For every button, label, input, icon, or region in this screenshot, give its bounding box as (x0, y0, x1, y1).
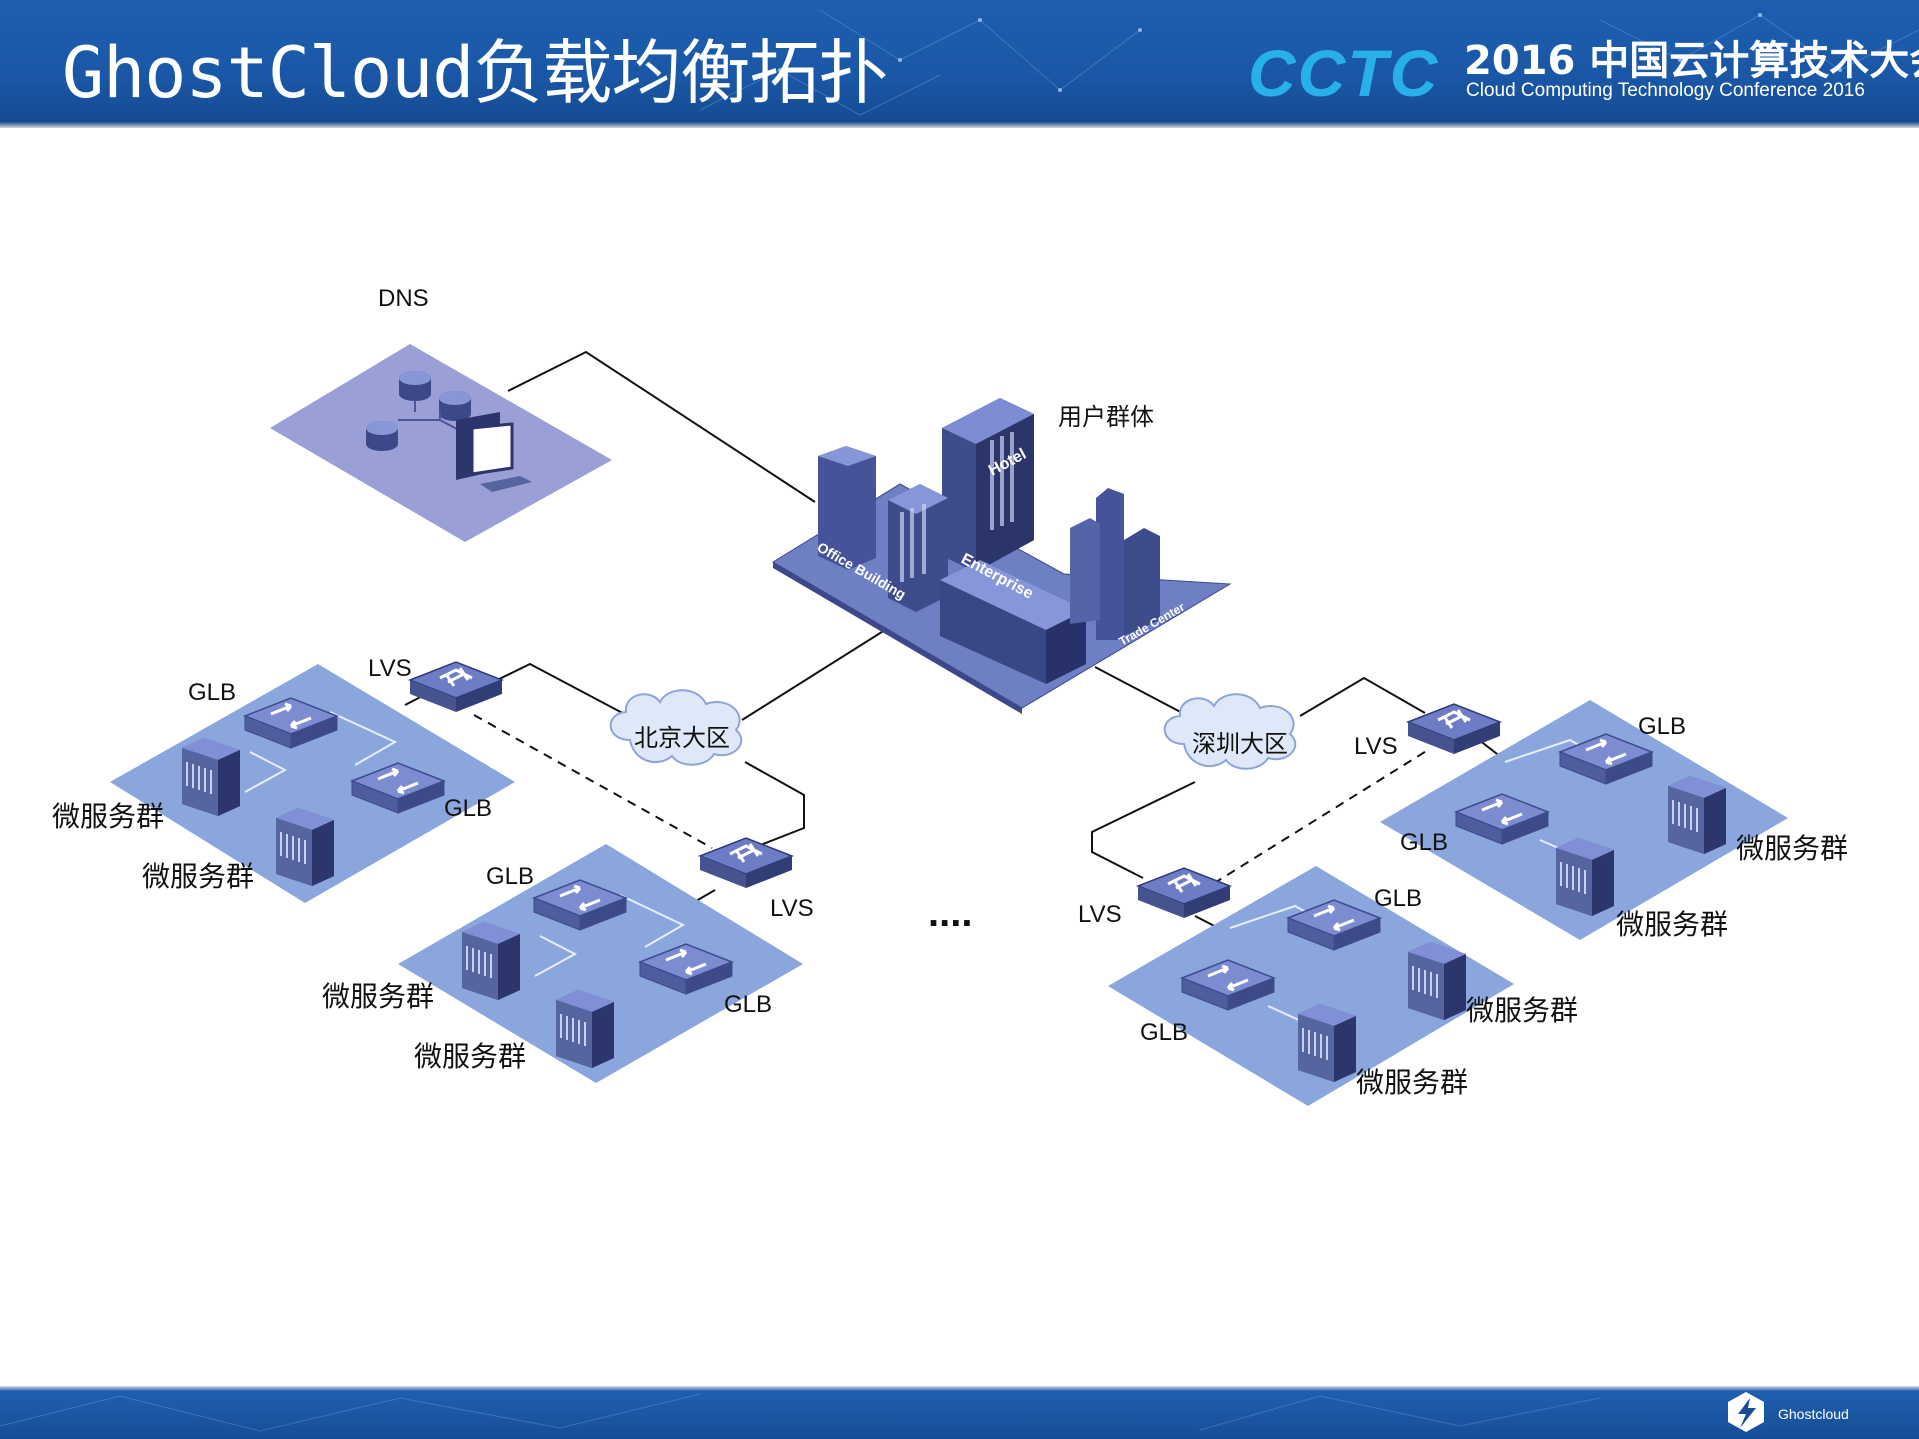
glb-label: GLB (188, 679, 236, 706)
cluster-platform (1108, 866, 1514, 1106)
lvs-label-shenzhen-2: LVS (1078, 901, 1122, 928)
lvs-beijing-1 (408, 660, 504, 714)
glb-label: GLB (486, 863, 534, 890)
lvs-beijing-2 (698, 836, 794, 890)
building-enterprise (940, 560, 1086, 684)
cluster-label: 微服务群 (52, 800, 164, 833)
more-regions-ellipsis: .... (928, 891, 972, 935)
microservice-server (275, 807, 335, 887)
dns-platform (270, 344, 612, 542)
glb-label: GLB (1638, 713, 1686, 740)
building-hotel (942, 398, 1034, 572)
glb-label: GLB (1400, 829, 1448, 856)
slide-footer (0, 1386, 1919, 1439)
cluster-label: 微服务群 (322, 980, 434, 1013)
slide-title: GhostCloud负载均衡拓扑 (62, 32, 888, 114)
microservice-server (181, 737, 241, 817)
cluster-platform (110, 664, 515, 903)
cluster-platform (1380, 700, 1788, 940)
cluster-shenzhen-1 (1380, 700, 1788, 940)
cluster-platform (398, 844, 803, 1083)
cluster-beijing-2 (398, 844, 803, 1083)
lvs-label-beijing-2: LVS (770, 895, 814, 922)
microservice-server (1407, 941, 1467, 1021)
lvs-label-beijing-1: LVS (368, 655, 412, 682)
shenzhen-region-label: 深圳大区 (1192, 730, 1288, 758)
ghostcloud-logo-icon (1728, 1392, 1764, 1432)
cluster-label: 微服务群 (1736, 832, 1848, 865)
beijing-region-label: 北京大区 (634, 724, 730, 752)
microservice-server (1555, 837, 1615, 917)
building-trade-center (1070, 488, 1160, 640)
cluster-label: 微服务群 (1356, 1066, 1468, 1099)
conference-name-en: Cloud Computing Technology Conference 20… (1466, 80, 1865, 101)
cluster-shenzhen-2 (1108, 866, 1514, 1106)
glb-label: GLB (444, 795, 492, 822)
glb-label: GLB (1140, 1019, 1188, 1046)
user-city-node: Hotel Office Building Enterprise Trade C… (772, 398, 1232, 714)
cluster-label: 微服务群 (1616, 908, 1728, 941)
database-icon (366, 371, 471, 451)
cluster-label: 微服务群 (142, 860, 254, 893)
backup-links (473, 714, 1429, 893)
cctc-logo: CCTC (1248, 36, 1440, 110)
cluster-beijing-1 (110, 664, 515, 903)
footer-brand: Ghostcloud (1778, 1406, 1849, 1422)
glb-label: GLB (1374, 885, 1422, 912)
microservice-server (1297, 1003, 1357, 1083)
header-network-pattern (699, 9, 1919, 116)
dns-label: DNS (378, 285, 429, 312)
microservice-server (461, 921, 521, 1001)
glb-label: GLB (724, 991, 772, 1018)
microservice-server (555, 989, 615, 1069)
computer-icon (456, 412, 532, 492)
footer-network-pattern (0, 1393, 1601, 1432)
dns-node (270, 344, 612, 542)
conference-name-cn: 2016 中国云计算技术大会 (1464, 38, 1919, 84)
cluster-label: 微服务群 (414, 1040, 526, 1073)
users-label: 用户群体 (1058, 403, 1154, 431)
microservice-server (1667, 775, 1727, 855)
slide-header: GhostCloud负载均衡拓扑 CCTC 2016 中国云计算技术大会 Clo… (0, 0, 1919, 128)
lvs-shenzhen-2 (1136, 866, 1232, 920)
cluster-label: 微服务群 (1466, 994, 1578, 1027)
lvs-label-shenzhen-1: LVS (1354, 733, 1398, 760)
